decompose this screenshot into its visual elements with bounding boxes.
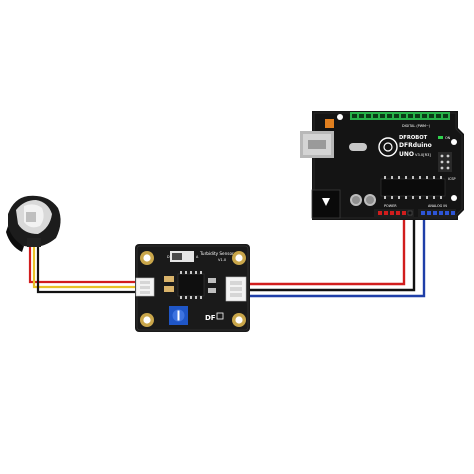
brand-line2: DFRduino — [399, 142, 432, 149]
on-led-label: ON — [445, 136, 451, 140]
on-led — [438, 136, 443, 139]
digital-header-label: DIGITAL (PWM~) — [402, 124, 431, 128]
icsp-header: ICSP — [438, 152, 456, 181]
brand-version: V3.0[R3] — [415, 153, 431, 157]
turbidity-probe — [6, 195, 61, 252]
wire-ground-black — [246, 213, 416, 292]
power-header-label: POWER — [384, 204, 397, 208]
module-mounting-holes — [140, 251, 246, 327]
brand-line3: UNO — [399, 151, 414, 158]
analog-header-label: ANALOG IN — [428, 204, 447, 208]
atmega-chip — [380, 176, 446, 199]
wire-signal-blue — [246, 213, 426, 298]
module-ic-chip — [177, 273, 205, 297]
power-jack — [311, 189, 341, 219]
wires — [28, 213, 426, 298]
brand-line1: DFROBOT — [399, 135, 428, 141]
output-connector — [225, 276, 247, 302]
power-header: POWER — [374, 204, 414, 217]
potentiometer — [169, 306, 188, 325]
digital-header: DIGITAL (PWM~) — [350, 112, 450, 128]
switch-label-a: A — [196, 255, 199, 259]
switch-label-d: D — [167, 255, 170, 259]
probe-wire-red — [28, 245, 136, 284]
probe-wire-yellow — [32, 245, 136, 289]
probe-connector — [135, 277, 155, 297]
module-title: Turbidity Sensor — [199, 251, 234, 256]
wire-power-red — [246, 213, 406, 286]
module-logo: DF — [205, 314, 216, 322]
analog-header: ANALOG IN — [418, 204, 456, 217]
turbidity-module: D A Turbidity Sensor V1.0 — [135, 244, 250, 332]
icsp-label: ICSP — [448, 177, 456, 181]
mode-switch: D A — [167, 251, 199, 262]
board-branding: DFROBOT DFRduino UNO V3.0[R3] — [378, 135, 432, 158]
module-version: V1.0 — [218, 258, 227, 262]
usb-connector — [300, 131, 334, 158]
probe-wire-black — [36, 245, 136, 294]
reset-button — [325, 119, 334, 128]
arduino-board: DIGITAL (PWM~) ICSP ON DFROBOT DFRduino … — [300, 111, 464, 220]
